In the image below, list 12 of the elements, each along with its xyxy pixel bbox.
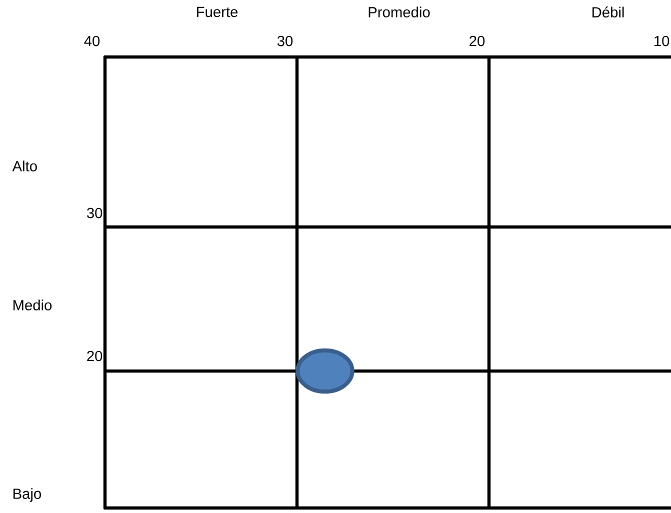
row-heading: Medio [14,300,52,310]
column-heading: Promedio [368,6,430,18]
axis-value: 30 [87,208,102,218]
column-heading: Débil [592,6,624,18]
axis-value: 20 [87,350,102,362]
row-heading: Bajo [14,488,41,502]
axis-value: 10 [654,36,670,46]
axis-value: 30 [277,36,293,46]
column-heading: Fuerte [197,6,238,18]
row-heading: Alto [12,160,37,172]
axis-value: 20 [470,36,485,46]
axis-value: 40 [84,36,100,46]
